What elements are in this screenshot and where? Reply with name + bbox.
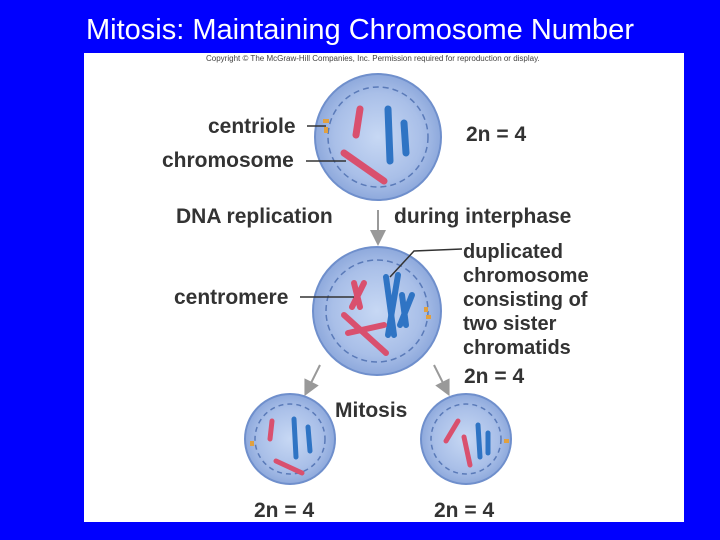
replicated-cell [312,246,442,376]
centriole-icon [250,441,254,446]
centriole-icon [424,307,431,319]
centromere-label: centromere [174,286,289,309]
daughter-cell-right [420,393,512,485]
mitosis-label: Mitosis [335,399,408,422]
daughter-cell-left [244,393,336,485]
duplicated-line-4: two sister [463,313,557,335]
duplicated-chromosome-red [341,312,389,356]
duplicated-line-2: chromosome [463,265,589,287]
centriole-icon [504,439,509,443]
duplicated-chromosome-blue [383,272,401,338]
duplicated-line-3: consisting of [463,289,588,311]
centriole-icon [323,119,329,133]
duplicated-chromosome-blue-short [397,292,415,328]
centriole-label: centriole [208,115,296,138]
during-interphase-label: during interphase [394,205,572,228]
duplicated-line-1: duplicated [463,241,564,263]
copyright-notice: Copyright © The McGraw-Hill Companies, I… [206,54,540,63]
duplicated-chromosome-label: duplicated chromosome consisting of two … [463,240,589,360]
ploidy-daughter-right-label: 2n = 4 [434,499,495,522]
chromosome-blue-short [400,119,410,157]
duplicated-line-5: chromatids [463,337,571,359]
mitosis-arrow-left [304,364,321,397]
chromosome-red-long [340,149,388,185]
ploidy-parent-label: 2n = 4 [466,123,527,146]
mitosis-arrow-right [433,364,450,397]
chromosome-blue-long [384,105,394,165]
mitosis-diagram [244,73,512,485]
ploidy-daughter-left-label: 2n = 4 [254,499,315,522]
dna-replication-label: DNA replication [176,205,333,228]
chromosome-red-short [352,105,364,139]
chromosome-label: chromosome [162,149,294,172]
ploidy-replicated-label: 2n = 4 [464,365,525,388]
slide-title: Mitosis: Maintaining Chromosome Number [86,14,634,46]
parent-cell [314,73,442,201]
duplicated-chromosome-red-short [349,280,367,310]
figure-panel: Copyright © The McGraw-Hill Companies, I… [84,53,684,522]
duplicated-leader [389,248,463,278]
